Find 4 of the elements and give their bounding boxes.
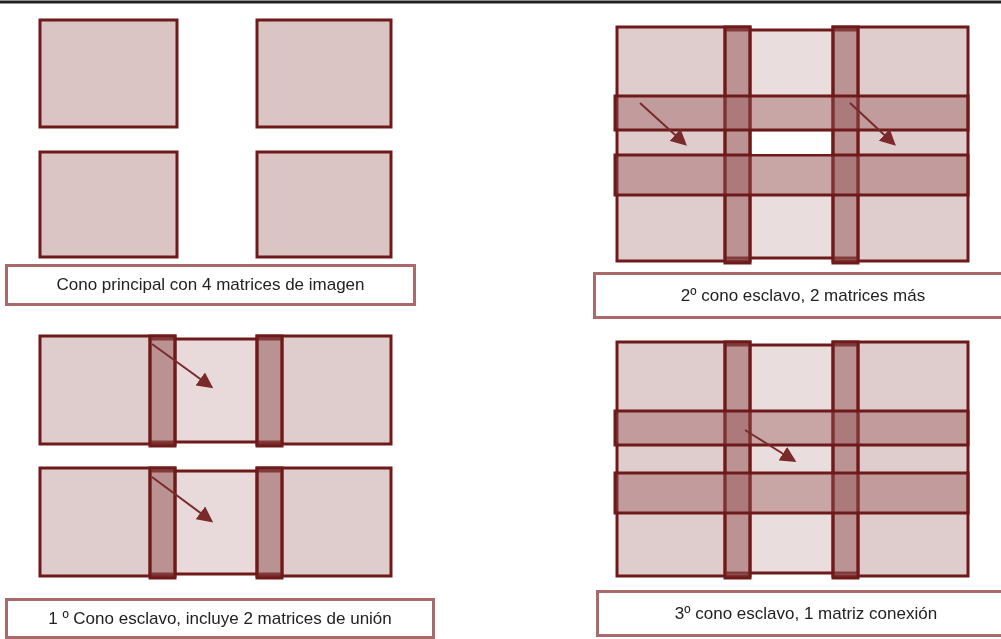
caption-text: Cono principal con 4 matrices de imagen xyxy=(56,275,365,295)
caption-text: 3º cono esclavo, 1 matriz conexión xyxy=(674,603,938,624)
caption-text: 2º cono esclavo, 2 matrices más xyxy=(680,285,926,306)
caption-text: 1 º Cono esclavo, incluye 2 matrices de unión xyxy=(48,608,392,629)
